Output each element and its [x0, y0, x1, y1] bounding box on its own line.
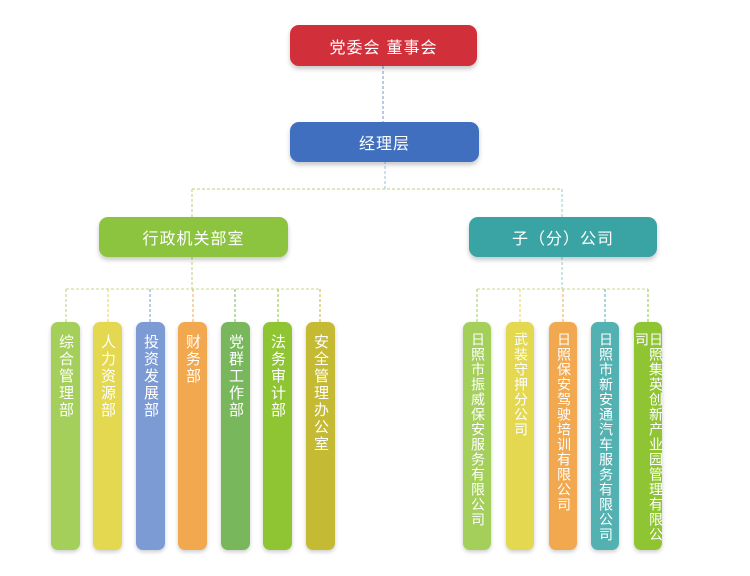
company-label: 日照保安驾驶培训有限公司 — [555, 332, 571, 512]
dept-legal-audit: 法务审计部 — [263, 322, 292, 550]
company-zhenwei-security: 日照市振威保安服务有限公司 — [463, 322, 491, 550]
dept-label: 安全管理办公室 — [312, 334, 330, 453]
dept-human-resources: 人力资源部 — [93, 322, 122, 550]
node-party-committee-board: 党委会 董事会 — [290, 25, 477, 66]
dept-label: 党群工作部 — [227, 334, 245, 419]
dept-party-affairs: 党群工作部 — [221, 322, 250, 550]
dept-safety-office: 安全管理办公室 — [306, 322, 335, 550]
dept-label: 财务部 — [184, 334, 202, 385]
dept-investment-development: 投资发展部 — [136, 322, 165, 550]
dept-label: 人力资源部 — [99, 334, 117, 419]
dept-label: 法务审计部 — [269, 334, 287, 419]
node-subsidiaries: 子（分）公司 — [469, 217, 657, 257]
node-management-label: 经理层 — [358, 134, 410, 153]
company-armed-escort-branch: 武装守押分公司 — [506, 322, 534, 550]
node-management: 经理层 — [290, 122, 479, 162]
company-label: 日照集英创新产业园管理有限公司 — [633, 332, 663, 542]
company-security-driving-training: 日照保安驾驶培训有限公司 — [549, 322, 577, 550]
company-label: 武装守押分公司 — [512, 332, 528, 437]
node-subsidiaries-label: 子（分）公司 — [511, 229, 614, 248]
dept-label: 综合管理部 — [57, 334, 75, 419]
dept-finance: 财务部 — [178, 322, 207, 550]
node-party-committee-board-label: 党委会 董事会 — [329, 37, 438, 57]
company-jiying-industrial-park: 日照集英创新产业园管理有限公司 — [633, 322, 663, 550]
company-label: 日照市新安通汽车服务有限公司 — [597, 332, 613, 542]
node-admin-departments-label: 行政机关部室 — [142, 229, 245, 248]
dept-general-management: 综合管理部 — [51, 322, 80, 550]
company-xinantong-auto-service: 日照市新安通汽车服务有限公司 — [591, 322, 619, 550]
company-label: 日照市振威保安服务有限公司 — [469, 332, 485, 527]
dept-label: 投资发展部 — [142, 334, 160, 419]
node-admin-departments: 行政机关部室 — [99, 217, 288, 257]
